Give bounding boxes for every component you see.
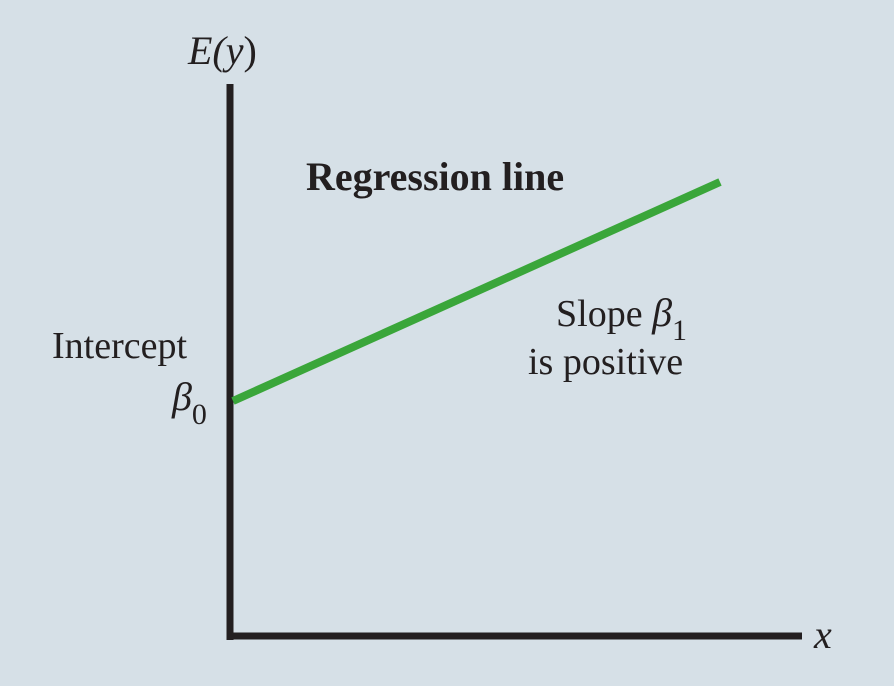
regression-line <box>231 178 722 405</box>
x-axis-label: x <box>813 612 832 657</box>
intercept-label: Intercept <box>52 325 187 367</box>
slope-label: Slope β1 <box>556 290 687 347</box>
y-axis-label: E(y) <box>187 28 257 73</box>
slope-description: is positive <box>528 341 683 383</box>
intercept-symbol: β0 <box>171 374 207 431</box>
diagram-title: Regression line <box>306 154 564 199</box>
